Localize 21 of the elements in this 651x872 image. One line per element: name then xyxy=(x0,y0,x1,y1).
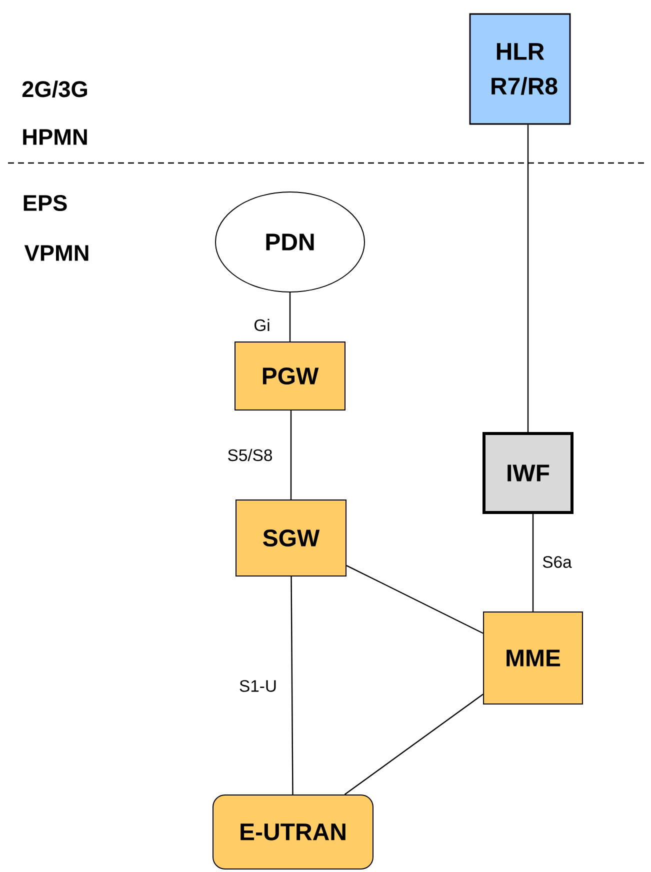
connector-line xyxy=(290,576,294,795)
region-label: HPMN xyxy=(23,129,87,145)
network-element-box: IWF xyxy=(482,432,574,514)
network-element-box: PGW xyxy=(234,342,346,410)
connector-line xyxy=(527,124,529,432)
region-label: VPMN xyxy=(24,245,88,261)
edge-label: Gi xyxy=(252,318,272,332)
network-element-box: HLR R7/R8 xyxy=(469,13,571,125)
network-element-box: MME xyxy=(483,612,583,704)
region-label: EPS xyxy=(24,194,67,212)
network-element-box: SGW xyxy=(236,500,346,576)
network-element-box: E-UTRAN xyxy=(212,794,374,870)
connector-line xyxy=(346,564,484,634)
edge-label: S5/S8 xyxy=(226,448,274,462)
connector-line xyxy=(532,514,534,612)
connector-line xyxy=(289,292,291,342)
edge-label: S1-U xyxy=(238,678,278,694)
edge-label: S6a xyxy=(540,554,574,570)
connector-line xyxy=(290,410,292,500)
connector-line xyxy=(344,694,484,795)
region-label: 2G/3G xyxy=(22,80,87,98)
